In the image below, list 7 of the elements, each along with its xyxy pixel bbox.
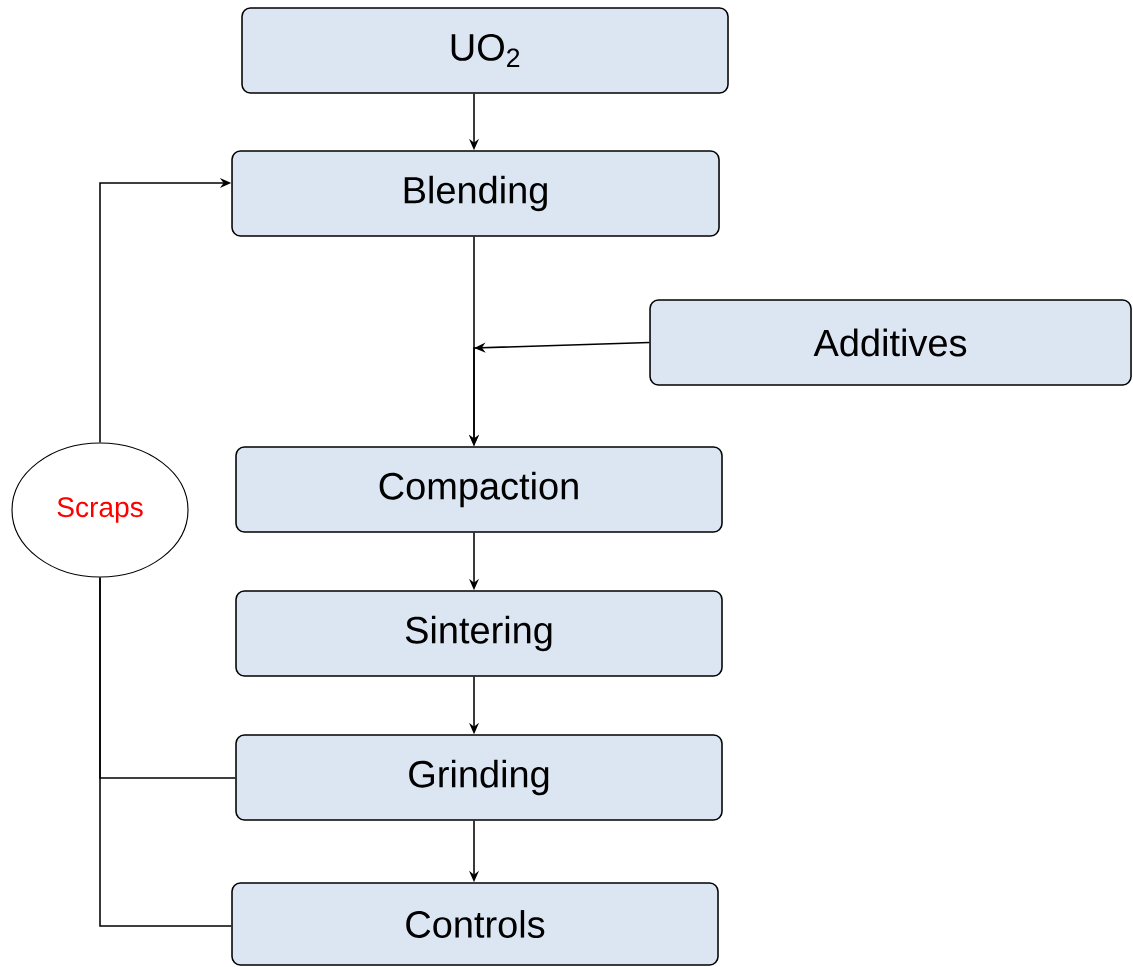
process-box: Blending <box>231 150 720 237</box>
process-box: Additives <box>649 299 1132 386</box>
process-box: Sintering <box>235 590 723 677</box>
process-box: Controls <box>231 882 719 966</box>
process-box: UO$_{2}$ <box>241 7 729 94</box>
process-box: Compaction <box>235 446 723 533</box>
process-box: Grinding <box>235 734 723 821</box>
